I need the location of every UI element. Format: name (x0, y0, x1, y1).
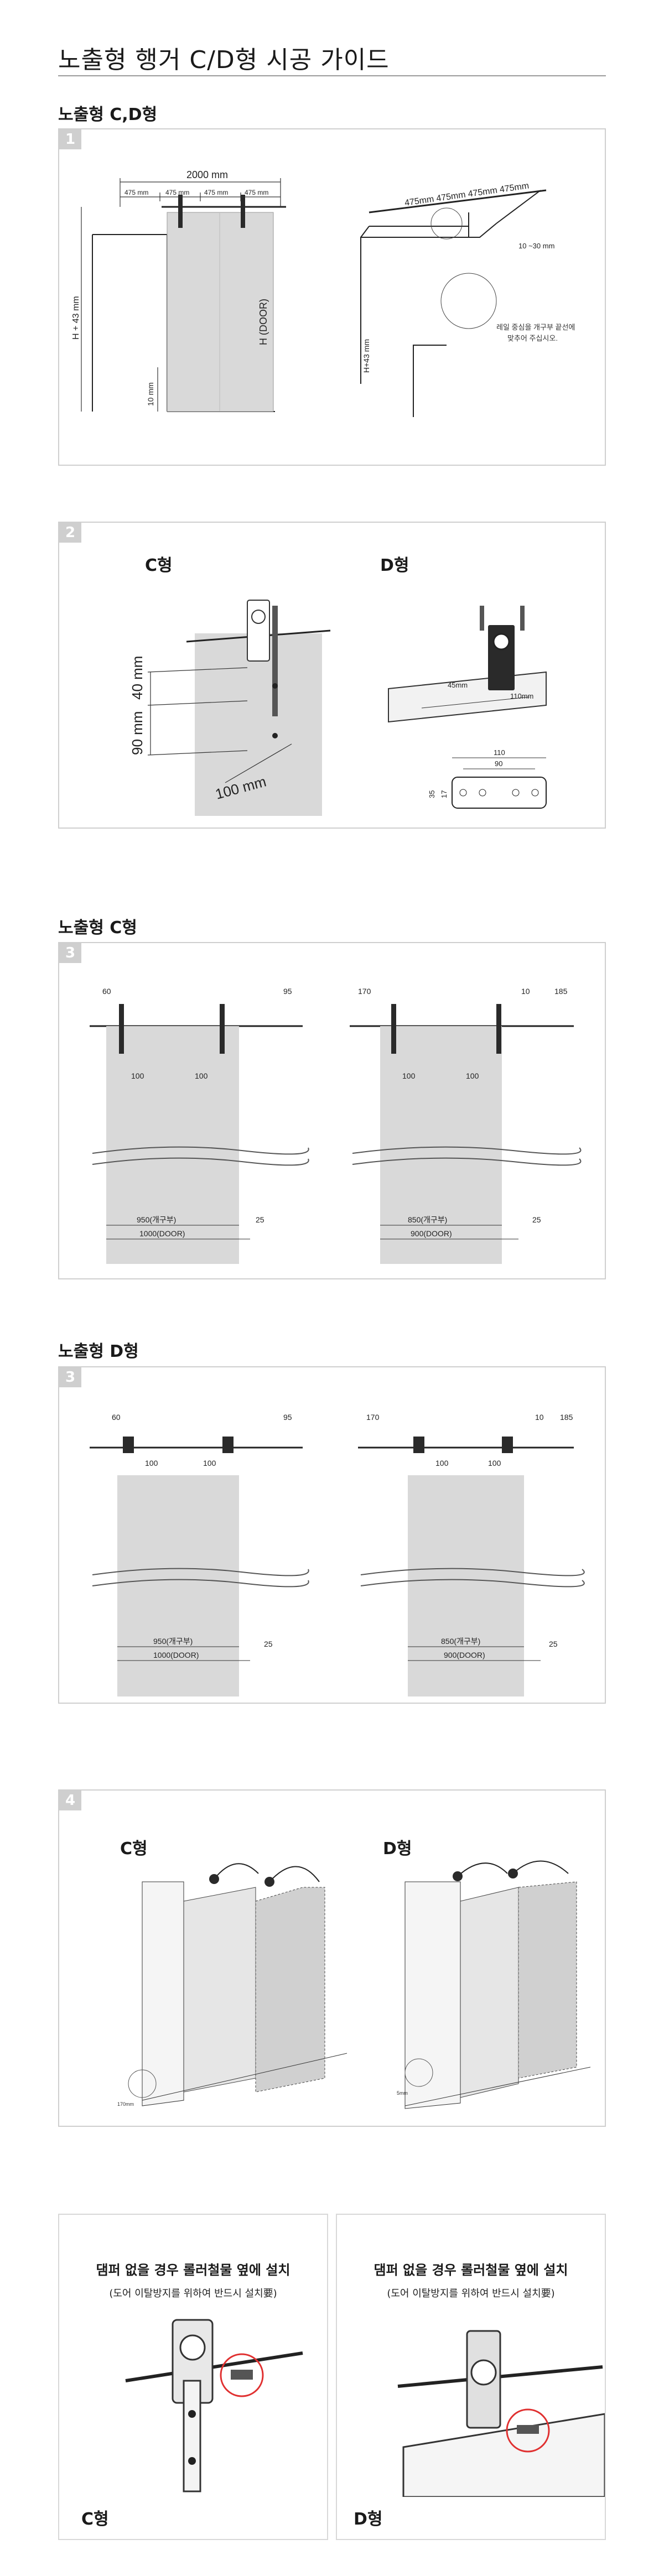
notice-d-box: 댐퍼 없을 경우 롤러철물 옆에 설치 (도어 이탈방지를 위하여 반드시 설치… (336, 2214, 606, 2540)
step2-c-label: C형 (145, 556, 173, 575)
seg4-label: 475 mm (245, 189, 268, 196)
section-heading-cd: 노출형 C,D형 (58, 105, 158, 124)
d-right-100a: 100 (435, 1459, 449, 1467)
step1-panel: 1 2000 mm 475 mm 475 mm 475 mm 475 mm (58, 128, 606, 466)
notice-d-diagram (397, 2330, 605, 2497)
c-right-185: 185 (554, 987, 568, 996)
d-right-opening: 850(개구부) (441, 1637, 480, 1646)
d-left-opening: 950(개구부) (153, 1637, 193, 1646)
step4-badge: 4 (59, 1791, 81, 1810)
c-right-opening: 850(개구부) (408, 1215, 447, 1224)
c-left-25: 25 (256, 1215, 264, 1224)
c-right-100a: 100 (402, 1071, 416, 1080)
step3d-diagram: 60 95 100 100 950(개구부) 1000(DOOR) 25 170… (90, 1413, 585, 1696)
d-right-25: 25 (549, 1640, 558, 1648)
c-right-door: 900(DOOR) (411, 1229, 452, 1238)
step3c-panel: 3 60 95 100 100 950(개구부) 1000(DOOR) 25 1… (58, 942, 606, 1279)
iso-height-label: H+43 mm (362, 339, 371, 373)
section-heading-c: 노출형 C형 (58, 918, 137, 938)
notice-d-sub: (도어 이탈방지를 위하여 반드시 설치要) (387, 2288, 555, 2299)
c-left-100a: 100 (131, 1071, 144, 1080)
d-right-door: 900(DOOR) (444, 1651, 485, 1659)
step1-diagram: 2000 mm 475 mm 475 mm 475 mm 475 mm H + … (71, 169, 575, 417)
notice-d-title: 댐퍼 없을 경우 롤러철물 옆에 설치 (374, 2262, 568, 2278)
step2-panel: 2 C형 D형 40 mm 90 mm 100 mm 45mm 110mm (58, 522, 606, 829)
gap-label: 10 mm (146, 382, 155, 406)
d-left-25: 25 (264, 1640, 273, 1648)
d-left-100b: 100 (203, 1459, 216, 1467)
step3c-badge: 3 (59, 943, 81, 963)
height-label: H + 43 mm (71, 296, 81, 340)
step4-small-d: 5mm (397, 2090, 408, 2096)
d-left-door: 1000(DOOR) (153, 1651, 199, 1659)
c-left-100b: 100 (195, 1071, 208, 1080)
step2-diagram: 40 mm 90 mm 100 mm 45mm 110mm 110 90 35 … (129, 600, 547, 816)
dim-90: 90 mm (129, 711, 146, 755)
note-line1: 레일 중심을 개구부 끝선에 (496, 323, 575, 331)
c-right-100b: 100 (466, 1071, 479, 1080)
step2-badge: 2 (59, 523, 81, 543)
step4-diagram: 170mm 5mm (117, 1860, 591, 2109)
c-left-95: 95 (283, 987, 292, 996)
notice-c-sub: (도어 이탈방지를 위하여 반드시 설치要) (109, 2288, 277, 2299)
step4-c-label: C형 (120, 1839, 148, 1859)
c-right-25: 25 (532, 1215, 541, 1224)
d-right-10: 10 (535, 1413, 544, 1422)
total-width-label: 2000 mm (186, 169, 228, 180)
d-left-95: 95 (283, 1413, 292, 1422)
c-right-170: 170 (358, 987, 371, 996)
step3d-panel: 3 60 95 100 100 950(개구부) 1000(DOOR) 25 1… (58, 1366, 606, 1704)
d-right-100b: 100 (488, 1459, 501, 1467)
step2-d-label: D형 (380, 556, 409, 575)
step4-d-label: D형 (383, 1839, 412, 1859)
iso-offset-label: 10 ~30 mm (518, 242, 554, 250)
title-divider (58, 75, 606, 76)
step3d-badge: 3 (59, 1367, 81, 1387)
plate-17: 17 (440, 790, 448, 798)
plate-90: 90 (495, 759, 502, 768)
c-left-opening: 950(개구부) (137, 1215, 176, 1224)
seg2-label: 475 mm (165, 189, 189, 196)
door-label: H (DOOR) (258, 299, 269, 345)
d-right-185: 185 (560, 1413, 573, 1422)
plate-110: 110 (494, 748, 505, 757)
d-right-170: 170 (366, 1413, 380, 1422)
notice-c-box: 댐퍼 없을 경우 롤러철물 옆에 설치 (도어 이탈방지를 위하여 반드시 설치… (58, 2214, 328, 2540)
section-heading-d: 노출형 D형 (58, 1342, 139, 1361)
d-left-60: 60 (112, 1413, 121, 1422)
c-left-door: 1000(DOOR) (139, 1229, 185, 1238)
page-title: 노출형 행거 C/D형 시공 가이드 (58, 46, 390, 74)
dim-45: 45mm (448, 681, 468, 689)
step3c-diagram: 60 95 100 100 950(개구부) 1000(DOOR) 25 170… (90, 987, 582, 1264)
notice-c-diagram (125, 2319, 303, 2492)
step4-small-c: 170mm (117, 2101, 134, 2107)
c-right-10: 10 (521, 987, 530, 996)
plate-35: 35 (428, 790, 436, 798)
d-left-100a: 100 (145, 1459, 158, 1467)
step1-badge: 1 (59, 129, 81, 149)
seg1-label: 475 mm (124, 189, 148, 196)
note-line2: 맞추어 주십시오. (507, 334, 558, 342)
c-left-60: 60 (102, 987, 111, 996)
notice-d-label: D형 (354, 2510, 383, 2529)
notice-c-label: C형 (81, 2510, 109, 2529)
notice-c-title: 댐퍼 없을 경우 롤러철물 옆에 설치 (96, 2262, 290, 2278)
dim-40: 40 mm (129, 656, 146, 700)
step4-panel: 4 C형 D형 170mm 5mm (58, 1789, 606, 2127)
dim-110: 110mm (510, 692, 533, 700)
seg3-label: 475 mm (204, 189, 228, 196)
